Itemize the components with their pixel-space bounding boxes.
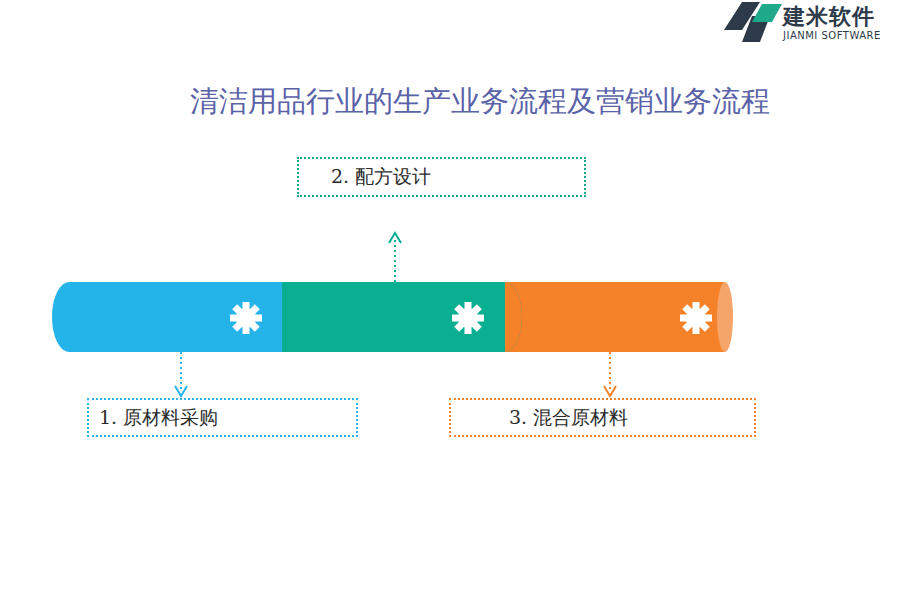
process-box: 2. 配方设计 bbox=[297, 157, 586, 197]
logo-icon bbox=[724, 2, 782, 42]
leader-line bbox=[609, 352, 611, 390]
box-label: 2. 配方设计 bbox=[331, 164, 431, 190]
process-box: 3. 混合原材料 bbox=[449, 398, 756, 437]
box-label: 3. 混合原材料 bbox=[509, 405, 628, 431]
leader-line bbox=[394, 240, 396, 282]
logo-text: 建米软件 bbox=[783, 2, 875, 32]
leader-line bbox=[180, 352, 182, 390]
box-label: 1. 原材料采购 bbox=[99, 405, 218, 431]
title: 清洁用品行业的生产业务流程及营销业务流程 bbox=[190, 82, 770, 122]
process-box: 1. 原材料采购 bbox=[87, 398, 358, 437]
logo-subtext: JIANMI SOFTWARE bbox=[783, 30, 881, 41]
